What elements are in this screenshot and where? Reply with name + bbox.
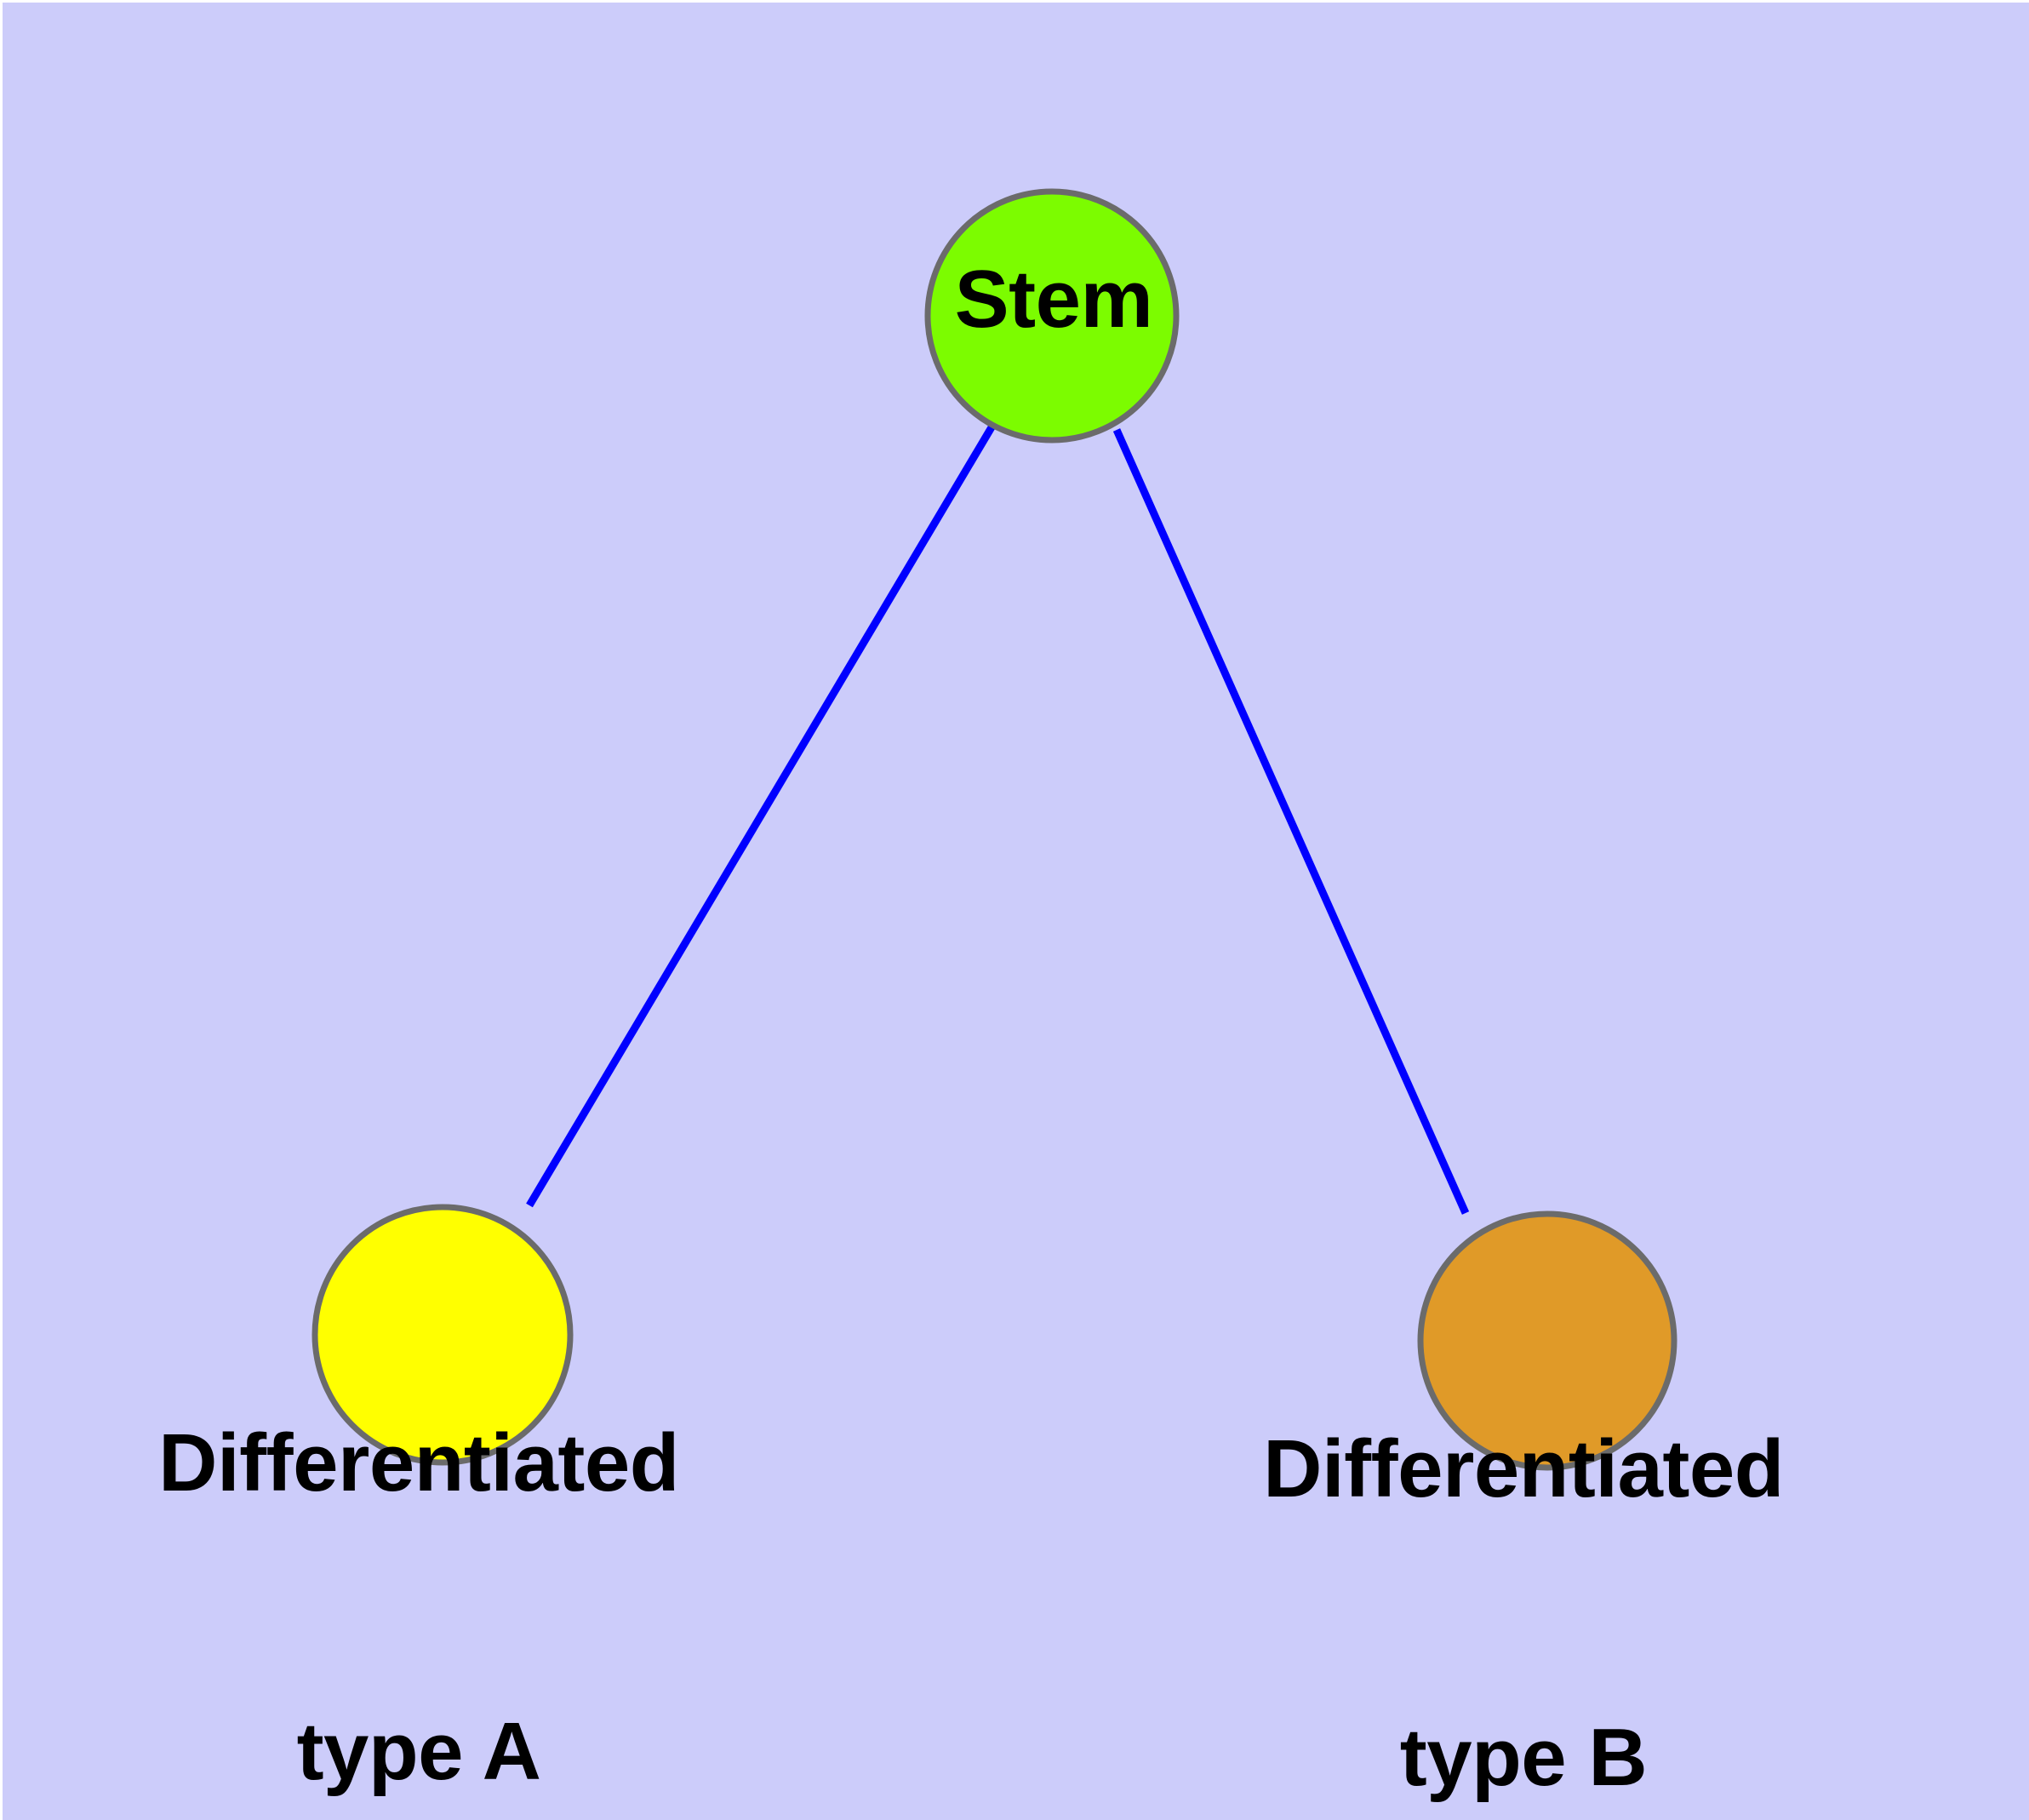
edge-layer [526, 425, 1470, 1215]
node-stem-circle[interactable] [924, 188, 1180, 444]
edge-stem-diff-a[interactable] [526, 425, 995, 1208]
node-diff-a-circle[interactable] [311, 1204, 574, 1466]
node-diff-b-circle[interactable] [1417, 1210, 1677, 1471]
edge-stem-diff-b[interactable] [1112, 428, 1470, 1215]
node-layer [311, 188, 1677, 1471]
